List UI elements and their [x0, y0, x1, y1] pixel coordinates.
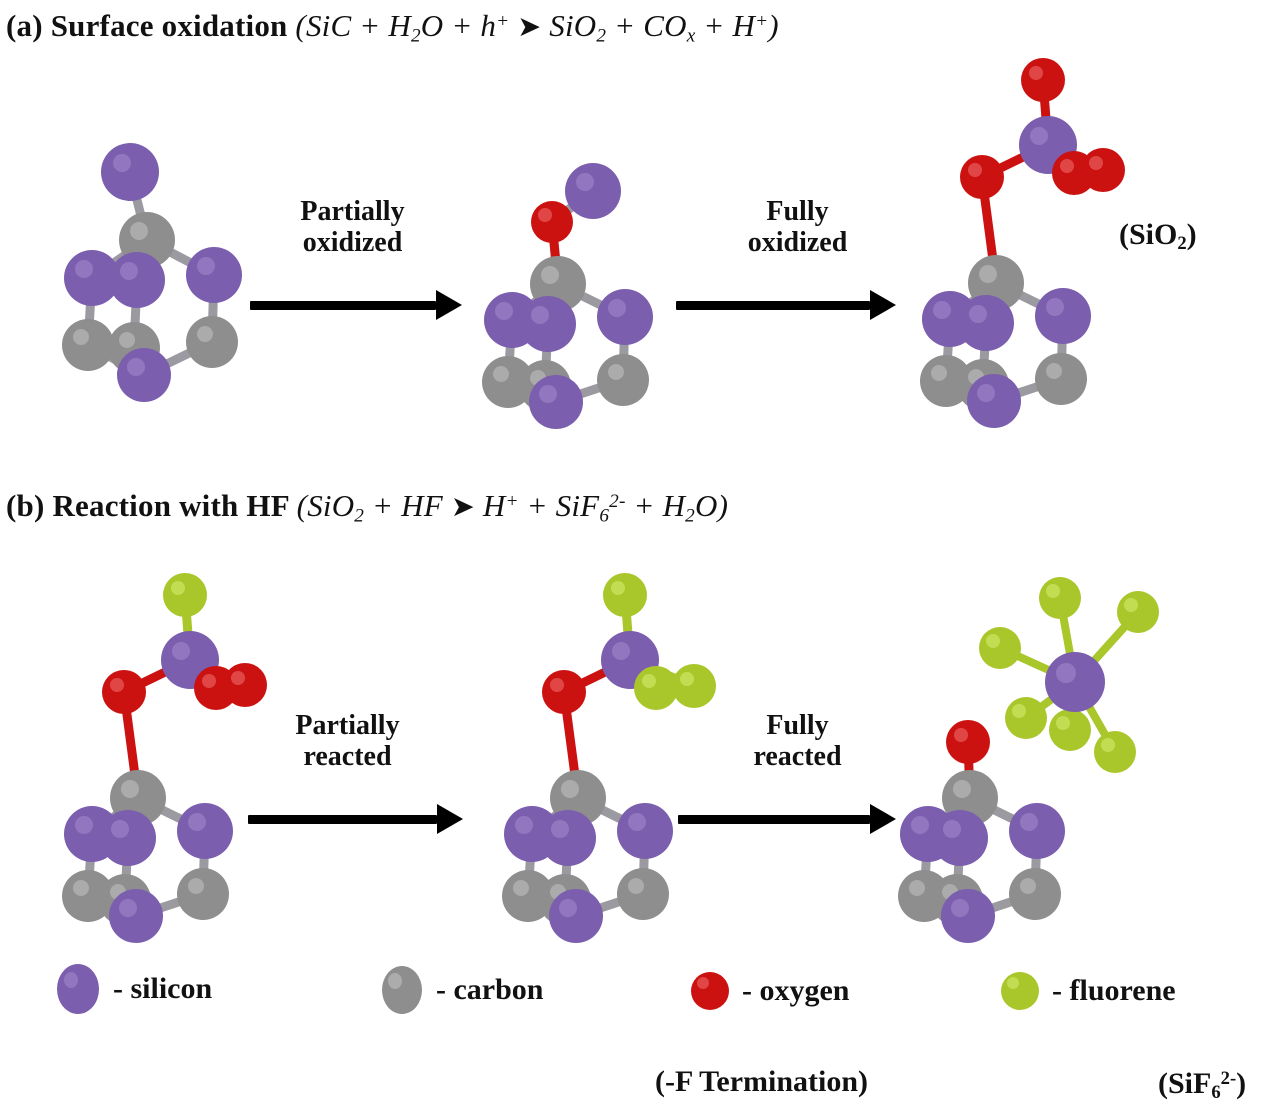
carbon-atom-icon	[382, 966, 422, 1014]
legend-label-fluorene: - fluorene	[1052, 974, 1176, 1007]
panel-a-tag: (a)	[6, 8, 43, 43]
oxygen-atom-icon	[691, 972, 729, 1010]
legend-label-oxygen: - oxygen	[742, 974, 850, 1007]
panel-b-arrow-1	[248, 804, 463, 834]
panel-a-product-label: (SiO2)	[1119, 218, 1197, 255]
partially-reacted-cluster	[42, 570, 272, 943]
fluorene-atom-icon	[1001, 972, 1039, 1010]
panel-a-arrow-2	[676, 290, 896, 320]
released-sif6-cluster	[898, 570, 1180, 943]
equation-arrow-icon: ➤	[450, 490, 475, 523]
panel-b-step-1-label: Partially reacted	[295, 710, 400, 773]
legend-label-carbon: - carbon	[436, 973, 544, 1006]
atom-legend: - silicon - carbon - oxygen - fluorene	[0, 955, 1280, 1035]
panel-a-arrow-1	[250, 290, 462, 320]
panel-a: (a) Surface oxidation (SiC + H2O + h+ ➤ …	[0, 0, 1280, 470]
panel-a-title: Surface oxidation	[50, 8, 288, 43]
partially-oxidized-cluster	[482, 134, 690, 429]
legend-item-fluorene: - fluorene	[1000, 969, 1176, 1013]
fully-oxidized-cluster	[900, 55, 1130, 428]
fluorine-terminated-cluster	[482, 570, 716, 943]
panel-a-caption: (a) Surface oxidation (SiC + H2O + h+ ➤ …	[6, 8, 779, 47]
panel-b-tag: (b)	[6, 488, 45, 523]
panel-b-termination-label: (-F Termination)	[655, 1065, 869, 1098]
legend-label-silicon: - silicon	[113, 972, 213, 1005]
panel-b-title: Reaction with HF	[52, 488, 289, 523]
panel-b-arrow-2	[678, 804, 896, 834]
panel-b: (b) Reaction with HF (SiO2 + HF ➤ H+ + S…	[0, 470, 1280, 1103]
silicon-atom-icon	[57, 964, 99, 1014]
panel-b-product-label: (SiF62-)	[1158, 1067, 1247, 1104]
equation-arrow-icon: ➤	[517, 10, 542, 43]
panel-b-step-2-label: Fully reacted	[753, 710, 842, 773]
legend-item-oxygen: - oxygen	[690, 969, 850, 1013]
panel-a-step-2-label: Fully oxidized	[747, 196, 848, 259]
panel-b-caption: (b) Reaction with HF (SiO2 + HF ➤ H+ + S…	[6, 488, 728, 527]
panel-a-step-1-label: Partially oxidized	[300, 196, 405, 259]
panel-b-equation: (SiO2 + HF ➤ H+ + SiF62- + H2O)	[296, 488, 729, 527]
panel-a-equation: (SiC + H2O + h+ ➤ SiO2 + COx + H+)	[295, 8, 779, 47]
pristine-sic-cluster	[62, 130, 252, 402]
legend-item-silicon: - silicon	[55, 963, 212, 1015]
legend-item-carbon: - carbon	[380, 965, 544, 1015]
